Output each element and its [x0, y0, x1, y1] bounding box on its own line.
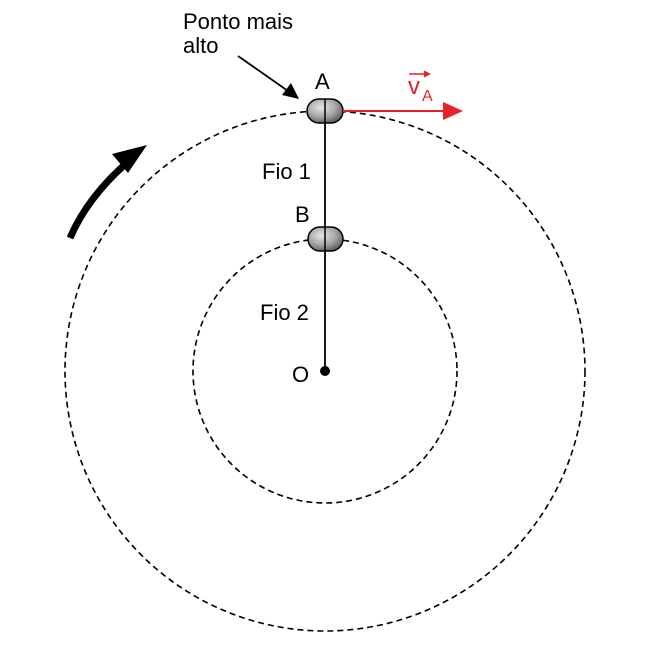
center-point: [320, 366, 330, 376]
highest-point-pointer: [237, 55, 299, 99]
point-o-label: O: [292, 362, 309, 387]
rotation-arrow-icon: [66, 145, 147, 240]
mass-b: [307, 226, 344, 252]
velocity-arrow: [343, 102, 463, 120]
wire-2-label: Fio 2: [260, 300, 309, 325]
velocity-subscript: A: [422, 88, 433, 105]
wire-1-label: Fio 1: [262, 159, 311, 184]
velocity-label: v A: [408, 70, 433, 105]
highest-point-label-line1: Ponto mais: [183, 9, 293, 34]
highest-point-label-line2: alto: [183, 33, 218, 58]
mass-a: [306, 98, 344, 124]
point-a-label: A: [315, 69, 330, 94]
velocity-symbol: v: [408, 73, 420, 100]
point-b-label: B: [295, 202, 310, 227]
